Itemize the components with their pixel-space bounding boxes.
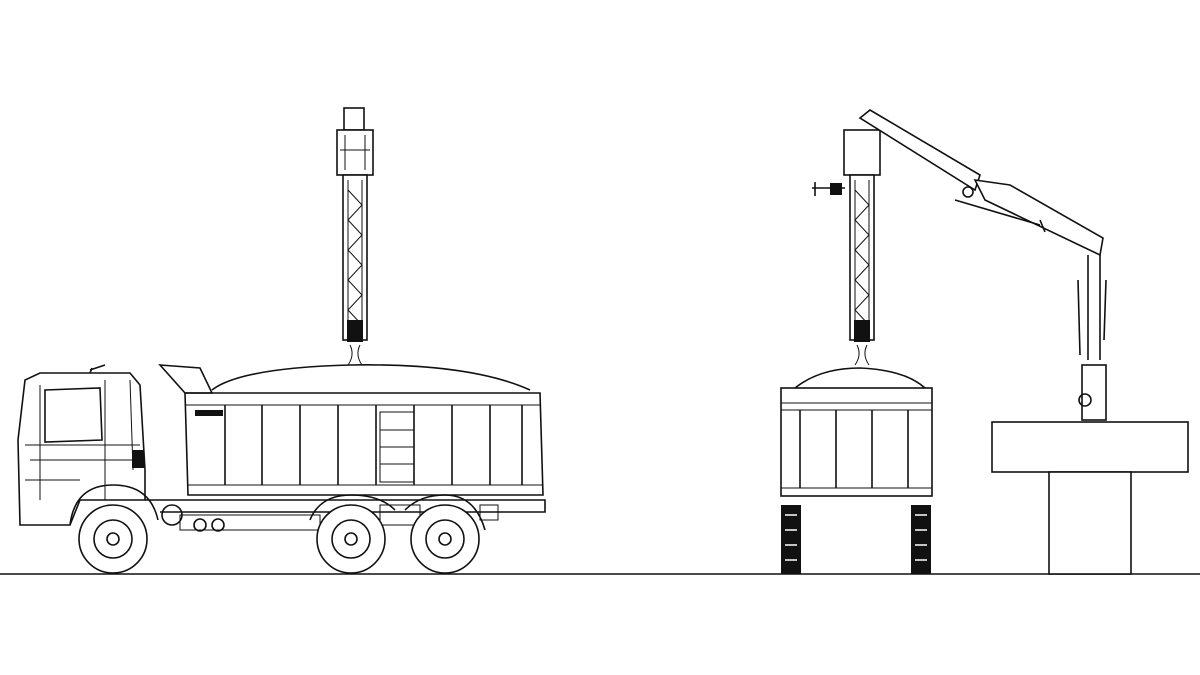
load-heap [211,364,531,391]
hopper-bin [780,367,933,574]
truck-wheel [78,504,148,574]
crane-main-boom [858,109,981,192]
truck-wheel [410,504,480,574]
crane-pedestal [991,421,1189,575]
crane-unloader [812,109,1107,421]
tipper-body [184,392,544,496]
truck-wheel [316,504,386,574]
bin-leg [911,505,931,574]
vertical-unloader-left [336,107,374,366]
dump-truck [17,364,546,574]
cab-window [44,387,103,443]
truck-cab [17,372,146,526]
bin-leg [781,505,801,574]
crane-jib [973,178,1104,257]
